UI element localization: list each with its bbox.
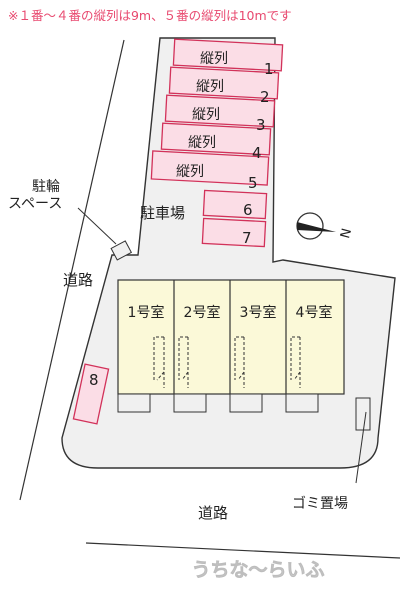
parking-space-6 [202, 189, 268, 220]
bike-leader-line [77, 207, 117, 245]
parking-space-8 [72, 363, 110, 425]
space-number-3: 3 [256, 116, 266, 134]
compass-arrow-icon [297, 222, 336, 232]
entry-bay [117, 393, 151, 413]
space-number-4: 4 [252, 144, 262, 162]
stair-mark [178, 336, 189, 388]
room-label-1: 1号室 [128, 304, 165, 321]
road-edge-bottom [85, 542, 400, 559]
stair-mark [290, 336, 301, 388]
space-number-1: 1 [264, 60, 274, 78]
bike-area-label-1: 駐輪 [32, 178, 60, 195]
parking-space-1 [172, 38, 284, 72]
parking-space-3 [164, 94, 276, 128]
parking-space-7 [201, 217, 267, 248]
space-title-5: 縦列 [176, 164, 204, 180]
space-number-7: 7 [242, 229, 252, 247]
entry-bay [285, 393, 319, 413]
room-label-3: 3号室 [240, 304, 277, 321]
entry-bay [229, 393, 263, 413]
bike-parking-box [110, 240, 133, 261]
parking-space-2 [168, 66, 280, 100]
parking-space-4 [160, 122, 272, 156]
room-label-2: 2号室 [184, 304, 221, 321]
space-number-5: 5 [248, 174, 258, 192]
garbage-leader-line [355, 411, 367, 484]
stair-mark [153, 336, 165, 388]
space-title-2: 縦列 [196, 79, 224, 95]
garbage-area [355, 397, 371, 431]
stair-mark [234, 336, 245, 388]
note-text: ※１番〜４番の縦列は9m、５番の縦列は10mです [8, 8, 292, 23]
entry-bay [173, 393, 207, 413]
space-title-3: 縦列 [192, 107, 220, 123]
room-label-4: 4号室 [296, 304, 333, 321]
parking-spaces: 縦列 縦列 縦列 縦列 縦列 1 2 3 4 5 6 7 8 [72, 38, 284, 425]
road-bottom-label: 道路 [198, 504, 228, 522]
building: 1号室 2号室 3号室 4号室 [117, 279, 345, 413]
space-title-1: 縦列 [200, 51, 228, 67]
space-number-8: 8 [89, 371, 99, 389]
parking-lot-label: 駐車場 [140, 204, 185, 222]
space-number-2: 2 [260, 88, 270, 106]
road-edge-left [19, 39, 125, 501]
space-number-6: 6 [243, 201, 253, 219]
space-title-4: 縦列 [188, 135, 216, 151]
road-left-label: 道路 [63, 271, 93, 289]
building-outline [117, 279, 345, 395]
compass-north-label: N [338, 227, 355, 240]
watermark-text: うちな〜らいふ [191, 559, 324, 581]
bike-area-label-2: スペース [8, 196, 62, 212]
parking-space-5 [150, 150, 270, 186]
compass: N [296, 212, 355, 240]
garbage-label: ゴミ置場 [292, 495, 348, 512]
